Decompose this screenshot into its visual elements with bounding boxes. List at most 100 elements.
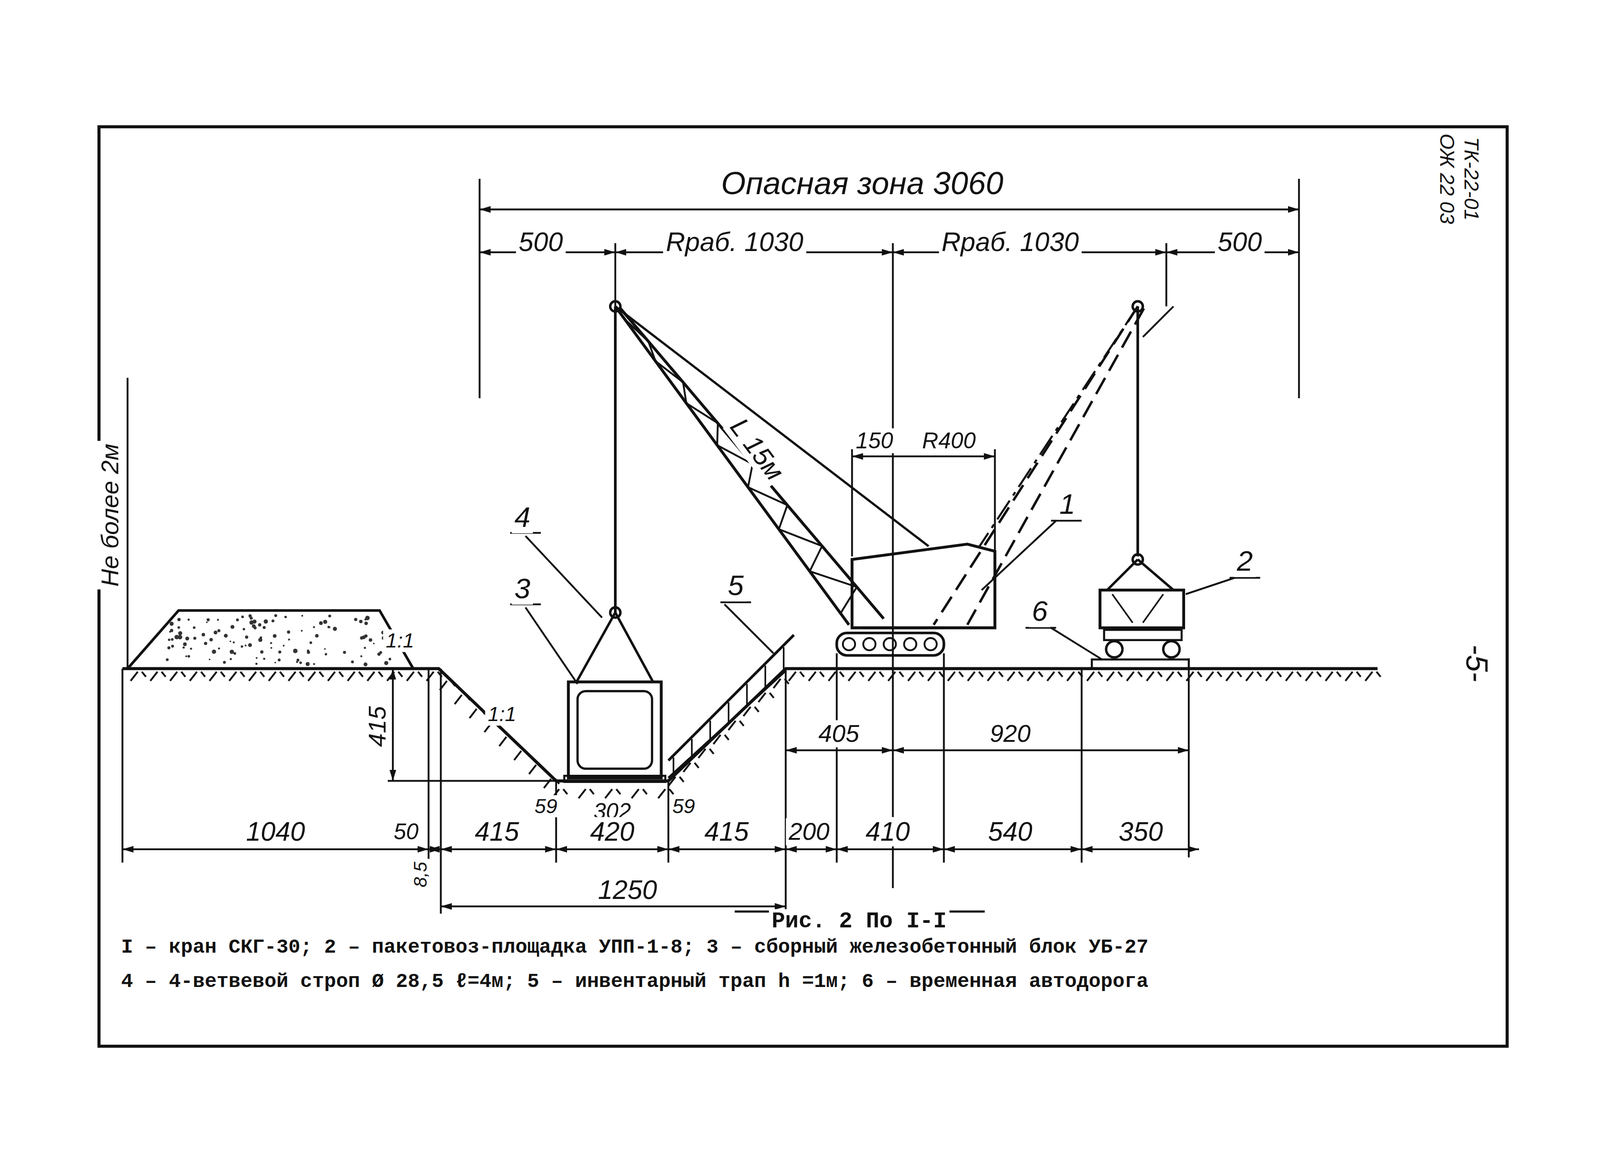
dimension-line — [836, 848, 944, 851]
ground-hatch — [888, 671, 896, 681]
boom-lattice — [778, 505, 788, 530]
ground-hatch — [754, 706, 759, 712]
ground-hatch — [868, 671, 876, 681]
callout-number: 1 — [1056, 488, 1079, 521]
ground-hatch — [358, 671, 363, 677]
ground-hatch — [1067, 671, 1075, 681]
ground-hatch — [788, 671, 796, 681]
extension-line — [1187, 658, 1190, 858]
ladder-post — [727, 702, 730, 724]
sling-leg — [615, 612, 654, 683]
soil-dot — [245, 635, 249, 639]
ground-hatch — [367, 671, 375, 681]
platform-load — [1112, 594, 1133, 623]
ground-hatch — [1217, 671, 1222, 677]
ground-hatch — [828, 671, 836, 681]
soil-dot — [253, 626, 257, 630]
soil-dot — [236, 618, 239, 622]
ground-hatch — [907, 671, 916, 681]
platform-frame — [1104, 629, 1182, 641]
ground-hatch — [1297, 671, 1302, 677]
ground-hatch — [879, 671, 884, 677]
ground-hatch — [819, 671, 824, 677]
ground-hatch — [669, 789, 674, 795]
ground-hatch — [631, 789, 639, 799]
soil-dot — [182, 642, 187, 647]
boom-chord — [620, 308, 884, 619]
sling-leg — [1137, 559, 1174, 591]
block-base — [564, 775, 666, 782]
extension-line — [478, 178, 481, 399]
soil-dot — [223, 660, 226, 664]
ground-hatch — [839, 671, 844, 677]
ground-hatch — [248, 671, 256, 681]
page-number: -5- — [1459, 641, 1494, 685]
ground-hatch — [1325, 671, 1333, 681]
boom-lattice — [683, 382, 687, 404]
ground-hatch — [529, 764, 537, 774]
soil-dot — [229, 640, 232, 643]
boom-length: L 15м — [722, 410, 791, 488]
ground-hatch — [469, 708, 477, 718]
soil-dot — [368, 638, 373, 642]
ground-hatch — [939, 671, 944, 677]
soil-dot — [363, 646, 367, 650]
soil-dot — [277, 658, 281, 662]
ground-hatch — [339, 671, 344, 677]
ground-hatch — [859, 671, 864, 677]
boom-lattice — [686, 403, 718, 424]
soil-dot — [332, 626, 337, 631]
dimension-text: 410 — [862, 817, 913, 847]
soil-dot — [230, 624, 235, 629]
ground-hatch — [510, 736, 515, 742]
extension-line — [427, 668, 430, 863]
height-note: Не более 2м — [96, 441, 124, 590]
soil-dot — [167, 646, 171, 650]
ground-hatch — [927, 671, 935, 681]
soil-dot — [171, 637, 174, 641]
ground-hatch — [1047, 671, 1055, 681]
soil-dot — [270, 646, 273, 649]
ground-hatch — [189, 671, 197, 681]
soil-dot — [384, 660, 389, 666]
ground-hatch — [130, 671, 138, 681]
zone-dimension: Опасная зона 3060 — [718, 166, 1006, 201]
ground-hatch — [1365, 671, 1373, 681]
soil-dot — [223, 633, 228, 638]
ladder-post — [746, 683, 749, 707]
soil-dot — [247, 642, 252, 647]
leader-line — [525, 535, 603, 618]
ground-hatch — [229, 671, 237, 681]
platform-wheel — [1163, 641, 1180, 658]
soil-dot — [211, 649, 216, 654]
boom-lattice — [748, 464, 753, 488]
soil-dot — [327, 625, 330, 628]
crane-undercarriage — [862, 626, 945, 629]
ground-hatch — [578, 789, 587, 799]
sheet-code: ОЖ 22 03 — [1435, 130, 1459, 227]
soil-dot — [206, 618, 210, 622]
dimension-line — [668, 848, 786, 851]
ground-hatch — [1285, 671, 1294, 681]
extension-line — [994, 449, 996, 552]
extension-line — [614, 242, 617, 307]
soil-dot — [169, 621, 174, 626]
soil-dot — [177, 626, 181, 629]
boom-alt-detail — [1142, 306, 1174, 338]
track-wheel — [842, 637, 856, 651]
soil-dot — [251, 625, 254, 628]
ground-hatch — [978, 671, 983, 677]
ground-hatch — [1246, 671, 1254, 681]
ground-hatch — [1098, 671, 1103, 677]
dimension-text: 59 — [669, 795, 698, 818]
callout-underline — [1051, 519, 1082, 522]
soil-dot — [241, 615, 244, 619]
dimension-text: 1250 — [595, 875, 661, 905]
dimension-line — [440, 848, 556, 851]
soil-dot — [233, 651, 237, 655]
leader-line — [525, 607, 578, 684]
soil-dot — [178, 631, 183, 636]
callout-underline — [720, 601, 752, 604]
ground-hatch — [967, 671, 975, 681]
soil-dot — [360, 655, 363, 658]
